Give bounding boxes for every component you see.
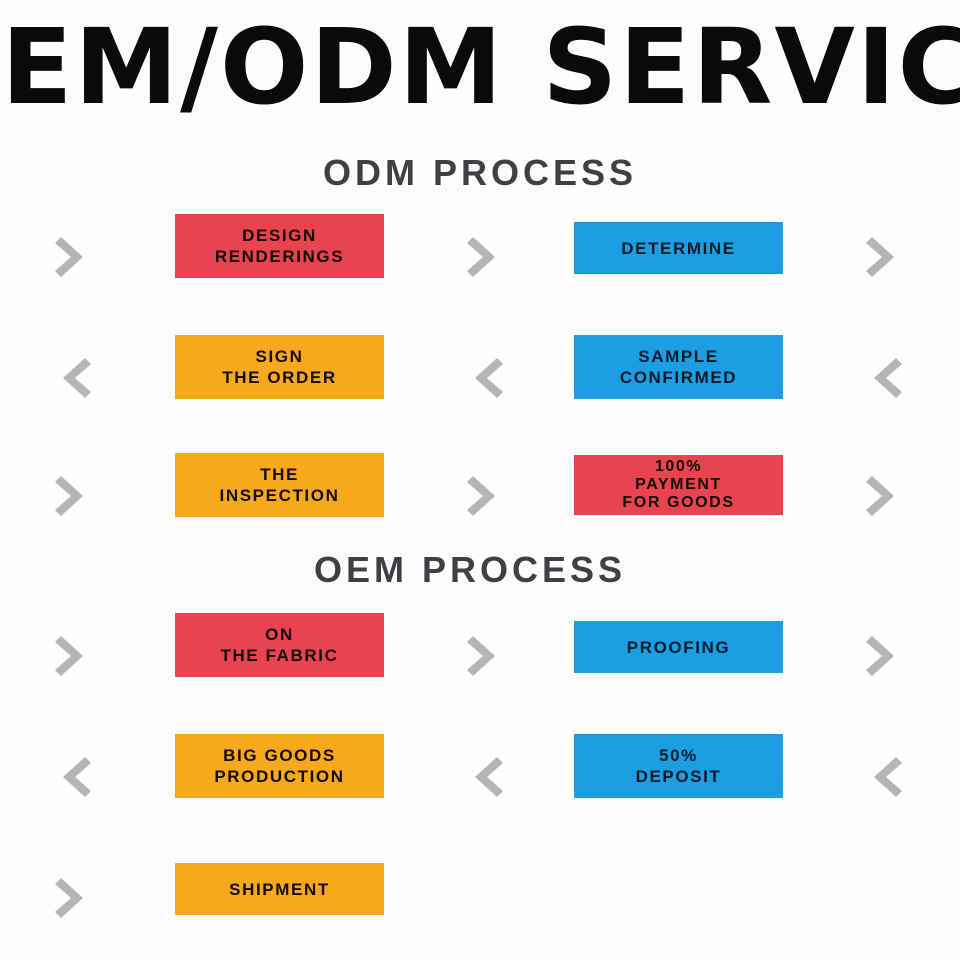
process-step-line: ON xyxy=(265,625,294,644)
process-row: SHIPMENT xyxy=(0,857,960,941)
process-step-line: DEPOSIT xyxy=(635,767,722,786)
chevron-right-icon xyxy=(53,234,93,280)
chevron-left-icon xyxy=(465,754,505,800)
chevron-left-icon xyxy=(53,355,93,401)
section-heading-oem: OEM PROCESS xyxy=(313,549,627,590)
chevron-right-icon xyxy=(864,633,904,679)
process-step-line: FOR GOODS xyxy=(622,494,735,511)
process-step-label: BIG GOODS PRODUCTION xyxy=(181,745,378,787)
process-step-box[interactable]: ON THE FABRIC xyxy=(175,613,384,677)
process-step-box[interactable]: BIG GOODS PRODUCTION xyxy=(175,734,384,798)
chevron-left-icon xyxy=(864,355,904,401)
process-step-line: SHIPMENT xyxy=(229,879,330,899)
process-step-line: DESIGN xyxy=(242,226,317,245)
chevron-right-icon xyxy=(465,234,505,280)
chevron-left-icon xyxy=(864,754,904,800)
process-step-label: ON THE FABRIC xyxy=(181,624,378,666)
process-step-label: SIGN THE ORDER xyxy=(181,346,378,388)
banner: OEM/ODM SERVICE xyxy=(0,14,960,134)
section-heading-odm: ODM PROCESS xyxy=(322,152,638,193)
process-step-label: DESIGN RENDERINGS xyxy=(181,225,378,267)
process-step-box[interactable]: SAMPLE CONFIRMED xyxy=(574,335,783,399)
process-step-line: PAYMENT xyxy=(635,476,722,493)
process-step-line: DETERMINE xyxy=(621,238,736,258)
process-step-label: SAMPLE CONFIRMED xyxy=(580,346,777,388)
chevron-right-icon xyxy=(465,473,505,519)
process-step-line: PRODUCTION xyxy=(214,767,345,786)
process-row: SIGN THE ORDER SAMPLE CONFIRMED xyxy=(0,335,960,421)
process-step-label: SHIPMENT xyxy=(181,879,378,900)
process-step-box[interactable]: 50% DEPOSIT xyxy=(574,734,783,798)
process-row: ON THE FABRIC PROOFING xyxy=(0,613,960,699)
process-step-line: BIG GOODS xyxy=(223,746,336,765)
chevron-right-icon xyxy=(465,633,505,679)
chevron-right-icon xyxy=(864,473,904,519)
process-step-label: DETERMINE xyxy=(580,238,777,259)
process-step-line: INSPECTION xyxy=(219,486,340,505)
process-step-box[interactable]: SHIPMENT xyxy=(175,863,384,915)
chevron-right-icon xyxy=(864,234,904,280)
process-step-line: SAMPLE xyxy=(638,347,719,366)
page-title: OEM/ODM SERVICE xyxy=(0,14,960,128)
process-step-line: THE ORDER xyxy=(222,368,337,387)
process-step-box[interactable]: PROOFING xyxy=(574,621,783,673)
process-step-box[interactable]: DESIGN RENDERINGS xyxy=(175,214,384,278)
process-step-label: THE INSPECTION xyxy=(181,464,378,506)
process-step-line: RENDERINGS xyxy=(214,247,345,266)
process-step-line: SIGN xyxy=(255,347,304,366)
chevron-left-icon xyxy=(465,355,505,401)
chevron-left-icon xyxy=(53,754,93,800)
process-step-box[interactable]: DETERMINE xyxy=(574,222,783,274)
process-step-line: 100% xyxy=(654,458,703,475)
process-step-line: THE xyxy=(260,465,299,484)
process-step-label: PROOFING xyxy=(580,637,777,658)
chevron-right-icon xyxy=(53,875,93,921)
chevron-right-icon xyxy=(53,473,93,519)
process-row: DESIGN RENDERINGS DETERMINE xyxy=(0,214,960,300)
process-row: BIG GOODS PRODUCTION 50% DEPOSIT xyxy=(0,734,960,820)
process-step-line: THE FABRIC xyxy=(220,646,339,665)
process-step-line: 50% xyxy=(659,746,698,765)
chevron-right-icon xyxy=(53,633,93,679)
process-step-line: PROOFING xyxy=(626,637,731,657)
process-step-line: CONFIRMED xyxy=(619,368,738,387)
process-step-box[interactable]: THE INSPECTION xyxy=(175,453,384,517)
process-step-box[interactable]: SIGN THE ORDER xyxy=(175,335,384,399)
process-step-label: 50% DEPOSIT xyxy=(580,745,777,787)
